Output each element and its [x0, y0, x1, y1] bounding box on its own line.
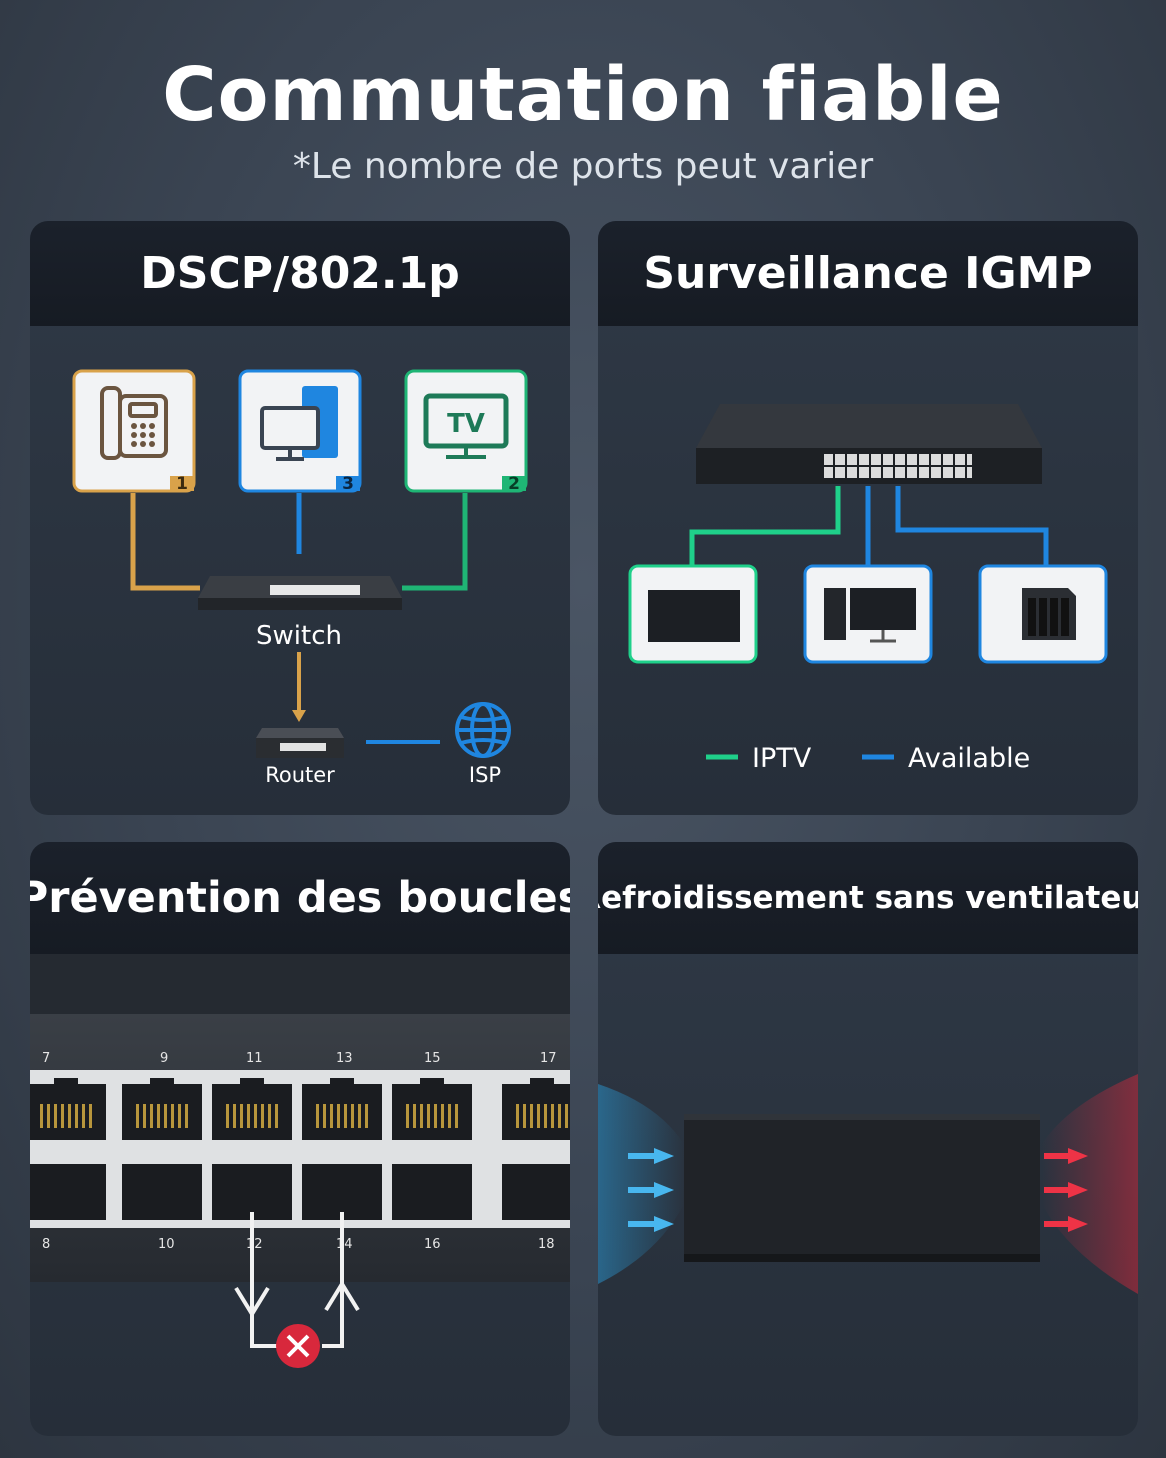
fanless-switch-device — [684, 1114, 1040, 1262]
port-label-7: 7 — [42, 1051, 50, 1066]
phone-link — [130, 493, 200, 591]
rj45-port — [212, 1164, 292, 1220]
port-label-17: 17 — [540, 1051, 557, 1066]
legend-iptv-label: IPTV — [752, 743, 812, 774]
rj45-port — [212, 1078, 292, 1140]
switch-label: Switch — [256, 621, 342, 651]
switch-device — [198, 576, 402, 610]
legend-available-label: Available — [908, 743, 1030, 774]
igmp-diagram: IPTV Available — [628, 404, 1108, 774]
rj45-port — [122, 1164, 202, 1220]
hot-airflow — [1042, 1074, 1138, 1294]
main-title: Commutation fiable — [162, 52, 1004, 138]
iptv-link — [689, 486, 841, 566]
rj45-port — [30, 1078, 106, 1140]
rj45-port — [502, 1078, 570, 1140]
port-label-9: 9 — [160, 1051, 168, 1066]
panel-loop: Prévention des boucles 7 9 11 13 15 17 8… — [30, 842, 570, 1436]
loop-blocked-icon — [276, 1324, 320, 1368]
top-port-labels: 7 9 11 13 15 17 — [42, 1051, 557, 1066]
panel-cooling-title: Refroidissement sans ventilateur — [598, 842, 1138, 954]
port-label-16: 16 — [424, 1237, 441, 1252]
phone-card: 1 — [72, 369, 196, 494]
igmp-switch-device — [696, 404, 1042, 484]
port-label-14: 14 — [336, 1237, 353, 1252]
pc-card — [803, 564, 933, 664]
isp-label: ISP — [469, 763, 501, 787]
panel-dscp: DSCP/802.1p 1 — [30, 221, 570, 815]
phone-badge: 1 — [176, 474, 188, 494]
rj45-port — [122, 1078, 202, 1140]
bottom-port-labels: 8 10 12 14 16 18 — [42, 1237, 555, 1252]
phone-icon — [100, 386, 168, 460]
panel-igmp: Surveillance IGMP — [598, 221, 1138, 815]
ports-top-row — [30, 1078, 570, 1140]
globe-icon — [455, 702, 511, 758]
cooling-diagram — [598, 1074, 1138, 1294]
panel-cooling: Refroidissement sans ventilateur — [598, 842, 1138, 1436]
panel-igmp-title: Surveillance IGMP — [598, 221, 1138, 326]
rj45-port — [502, 1164, 570, 1220]
rj45-port — [392, 1164, 472, 1220]
cool-airflow — [598, 1084, 684, 1284]
tv-badge: 2 — [508, 474, 520, 494]
dscp-diagram: 1 3 TV 2 — [72, 369, 528, 787]
iptv-tv-card — [628, 564, 758, 664]
tv-link — [402, 493, 468, 591]
nas-link — [895, 486, 1049, 566]
monitor-badge: 3 — [342, 474, 354, 494]
router-device — [256, 728, 344, 758]
router-label: Router — [265, 763, 335, 787]
loop-cables — [234, 1212, 360, 1348]
port-label-12: 12 — [246, 1237, 263, 1252]
port-label-11: 11 — [246, 1051, 263, 1066]
panel-dscp-title: DSCP/802.1p — [30, 221, 570, 326]
tv-card: TV 2 — [404, 369, 528, 494]
port-label-13: 13 — [336, 1051, 353, 1066]
monitor-icon — [260, 386, 338, 461]
tv-icon-text: TV — [447, 409, 485, 439]
nas-card — [978, 564, 1108, 664]
loop-diagram: 7 9 11 13 15 17 8 10 12 14 16 18 — [30, 954, 570, 1368]
port-label-8: 8 — [42, 1237, 50, 1252]
port-label-10: 10 — [158, 1237, 175, 1252]
port-label-18: 18 — [538, 1237, 555, 1252]
tv-icon: TV — [423, 393, 509, 459]
panel-loop-title: Prévention des boucles — [30, 842, 570, 954]
rj45-port — [30, 1164, 106, 1220]
rj45-port — [392, 1078, 472, 1140]
ports-bottom-row — [30, 1164, 570, 1220]
subtitle: *Le nombre de ports peut varier — [292, 146, 874, 187]
port-label-15: 15 — [424, 1051, 441, 1066]
rj45-port — [302, 1164, 382, 1220]
rj45-port — [302, 1078, 382, 1140]
monitor-card: 3 — [238, 369, 362, 494]
